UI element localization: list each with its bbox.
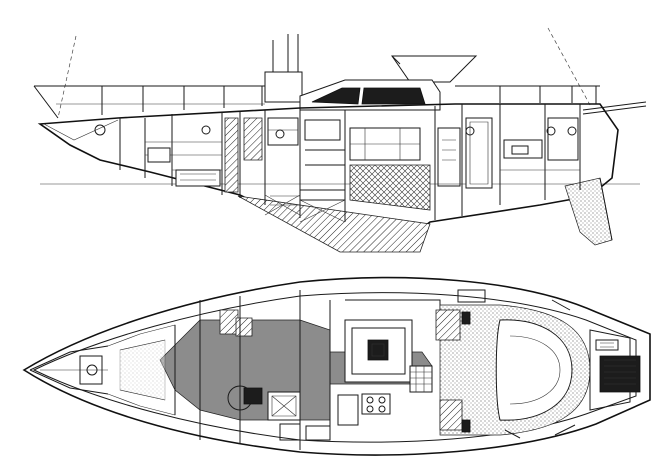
backstay-line: [547, 27, 591, 106]
mast: [264, 34, 303, 103]
hatch-cover: [391, 55, 478, 83]
keel: [237, 195, 431, 253]
plan-view: [22, 276, 651, 456]
boom-and-tiller: [582, 101, 647, 115]
portlights: [201, 125, 577, 139]
cabin-window-fwd: [361, 87, 426, 105]
bow-pulpit: [29, 345, 109, 395]
cockpit: [435, 304, 591, 436]
cockpit-well: [495, 319, 573, 421]
companionway: [409, 365, 433, 393]
galley: [267, 391, 391, 441]
v-berth: [107, 324, 176, 416]
profile-view: [33, 27, 647, 253]
interior-joinery-profile: [119, 104, 581, 223]
deck-outline: [22, 276, 651, 456]
forestay-line: [57, 35, 77, 119]
hull-profile: [37, 103, 619, 229]
cabin-window-aft: [311, 87, 361, 105]
rudder: [564, 177, 613, 246]
bow-portlight: [94, 124, 106, 136]
helm-area: [589, 329, 641, 411]
